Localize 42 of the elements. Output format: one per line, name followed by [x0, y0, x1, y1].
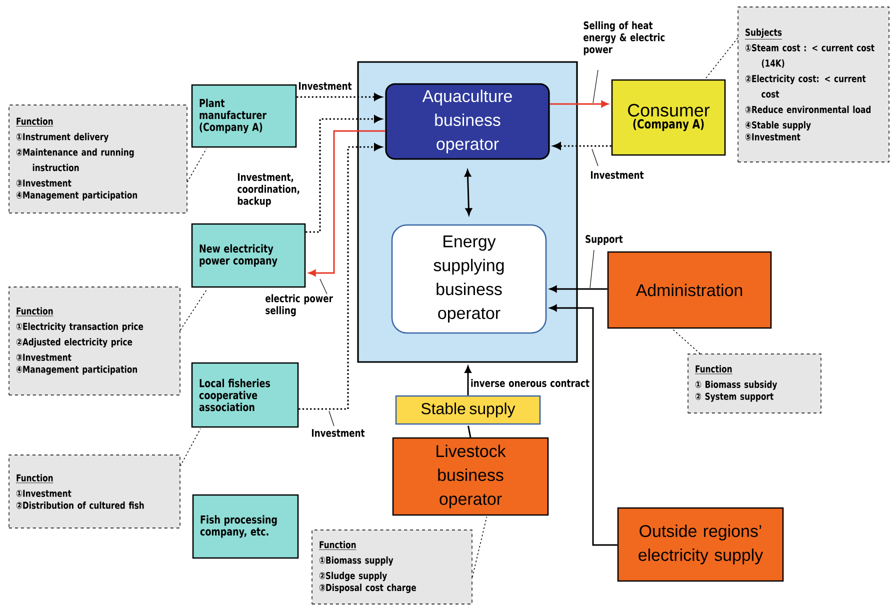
edge-label: Support — [586, 235, 623, 245]
note-box: Function ①Electricity transaction price ②Adjusted electricity price ③Investment ④Management participation — [8, 286, 180, 396]
arrow — [550, 286, 608, 292]
arrow — [306, 115, 382, 233]
note-box: Subjects ①Steam cost : < current cost (14K) ②Electricity cost: < current cost ③Reduce environmental load ④Stable supply ⑤Investment — [738, 6, 890, 162]
process-box: Outside regions’ electricity supply — [617, 507, 784, 582]
process-box: Stable supply — [395, 395, 541, 425]
note-box: Function ①Biomass supply ②Sludge supply ③Disposal cost charge — [312, 530, 472, 604]
connector-line — [468, 426, 472, 438]
edge-label: Investment, coordination, backup — [238, 173, 300, 207]
leader-line — [705, 38, 738, 79]
arrow — [552, 142, 612, 150]
rounded-box: Aquaculture business operator — [385, 83, 550, 160]
leader-line — [186, 148, 207, 182]
leader-line — [672, 329, 700, 354]
edge-label: inverse onerous contract — [471, 378, 590, 388]
process-box: New electricity power company — [191, 223, 306, 288]
arrow — [464, 170, 472, 216]
process-box: Fish processing company, etc. — [192, 494, 299, 559]
edge-label: Investment — [591, 171, 644, 179]
process-box: Local fisheries cooperative association — [191, 362, 299, 428]
arrow — [550, 100, 608, 108]
edge-label: Selling of heat energy & electric power — [584, 21, 665, 56]
note-box: Function ① Biomass subsidy ② System support — [688, 354, 822, 414]
note-box: Function ①Investment ②Distribution of cultured fish — [8, 454, 180, 528]
arrow — [308, 130, 386, 276]
note-box: Function ①Instrument delivery ②Maintenance and running instruction ③Investment ④Management participation — [8, 104, 188, 214]
leader-line — [180, 428, 201, 466]
process-box: Plant manufacturer (Company A) — [191, 84, 297, 148]
process-box: Consumer (Company A) — [611, 79, 726, 156]
arrow — [296, 93, 382, 101]
edge-label: Investment — [299, 82, 352, 90]
edge-label: Investment — [312, 429, 365, 437]
leader-line — [472, 516, 488, 578]
leader-line — [180, 288, 208, 330]
edge-label: electric power selling — [266, 294, 333, 316]
rounded-box: Energy supplying business operator — [391, 224, 547, 334]
arrow — [298, 143, 382, 410]
arrow — [550, 304, 618, 546]
process-box: Administration — [607, 251, 772, 329]
arrow — [464, 366, 472, 396]
process-box: Livestock business operator — [392, 437, 549, 516]
